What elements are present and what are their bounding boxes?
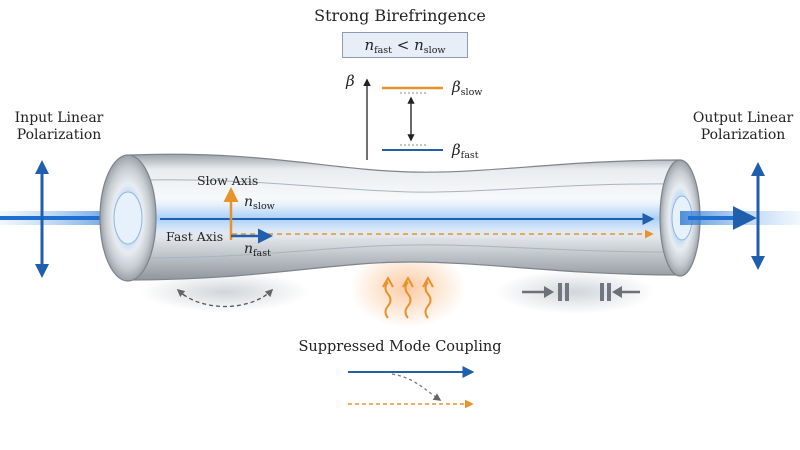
diagram-title: Strong Birefringence (314, 6, 486, 25)
fiber-core-left (113, 191, 143, 245)
formula-rhs: n (414, 36, 424, 54)
formula-op: < (396, 36, 410, 54)
birefringence-formula: nfast < nslow (342, 32, 468, 58)
coupling-gray-curve (391, 373, 442, 401)
formula-rhs-sub: slow (423, 45, 446, 56)
beta-slow-label: βslow (452, 78, 483, 98)
fiber-shadow-left (140, 272, 310, 312)
beta-fast-label: βfast (452, 141, 479, 161)
n-slow-label: nslow (244, 194, 275, 212)
fast-axis-label: Fast Axis (166, 229, 224, 244)
rotation-arrow-icon (177, 288, 274, 308)
stress-rod-icon (558, 283, 569, 301)
rotation-arrow-tail (176, 288, 186, 298)
polarization-arrow-icon (35, 160, 49, 278)
n-fast-label: nfast (244, 241, 271, 259)
compression-arrow-icon (522, 286, 554, 298)
cladding-top-line (139, 179, 673, 193)
formula-lhs: n (364, 36, 375, 54)
heat-wave-icon (382, 275, 434, 319)
beta-axis-label: β (346, 72, 355, 90)
heat-glow (350, 248, 466, 328)
formula-lhs-sub: fast (374, 45, 392, 56)
slow-axis-label: Slow Axis (197, 173, 259, 188)
polarization-arrow-icon (751, 162, 765, 270)
stress-rod-icon (600, 283, 611, 301)
compression-arrow-icon (612, 286, 640, 298)
fiber-shadow-right (495, 270, 655, 314)
coupling-label: Suppressed Mode Coupling (298, 339, 502, 355)
cladding-bottom-line (139, 244, 673, 259)
